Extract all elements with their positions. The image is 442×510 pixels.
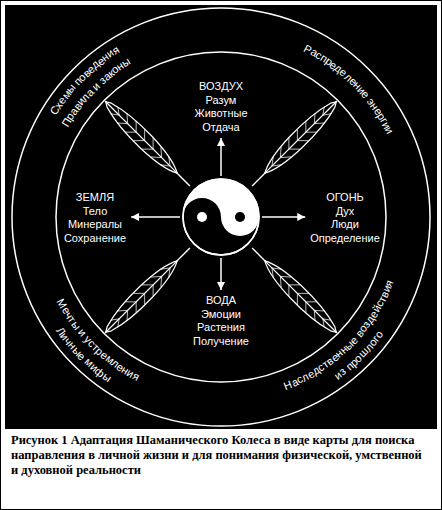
- element-group: ВОДАЭмоцииРастенияПолучение: [193, 294, 249, 348]
- element-label: Люди: [310, 218, 380, 232]
- element-label: Определение: [310, 232, 380, 246]
- feather: [99, 242, 196, 339]
- element-label: Сохранение: [64, 232, 126, 246]
- element-label: ВОЗДУХ: [194, 80, 247, 94]
- direction-arrow: [131, 216, 180, 218]
- element-label: Эмоции: [193, 308, 249, 322]
- direction-arrow: [262, 216, 305, 218]
- direction-arrow: [220, 138, 222, 176]
- element-label: Животные: [194, 107, 247, 121]
- element-group: ВОЗДУХРазумЖивотныеОтдача: [194, 80, 247, 134]
- element-label: Минералы: [64, 218, 126, 232]
- element-group: ЗЕМЛЯТелоМинералыСохранение: [64, 191, 126, 245]
- feathers: [99, 95, 343, 339]
- element-label: Растения: [193, 321, 249, 335]
- arrows: [131, 138, 305, 290]
- wheel-ring: Схемы поведенияПравила и законыРаспредел…: [11, 7, 431, 427]
- feather: [99, 95, 196, 192]
- black-ground: [5, 5, 437, 429]
- element-label: ЗЕМЛЯ: [64, 191, 126, 205]
- element-label: Разум: [194, 94, 247, 108]
- element-label: ВОДА: [193, 294, 249, 308]
- element-label: Получение: [193, 335, 249, 349]
- element-label: Дух: [310, 205, 380, 219]
- feather: [246, 95, 343, 192]
- figure-caption: Рисунок 1 Адаптация Шаманического Колеса…: [11, 433, 431, 478]
- ring-outline: [11, 7, 431, 427]
- element-label: ОГОНЬ: [310, 191, 380, 205]
- element-label: Отдача: [194, 121, 247, 135]
- element-label: Тело: [64, 205, 126, 219]
- direction-arrow: [220, 258, 222, 290]
- yin-yang-symbol: [183, 179, 259, 255]
- feather: [246, 242, 343, 339]
- element-group: ОГОНЬДухЛюдиОпределение: [310, 191, 380, 245]
